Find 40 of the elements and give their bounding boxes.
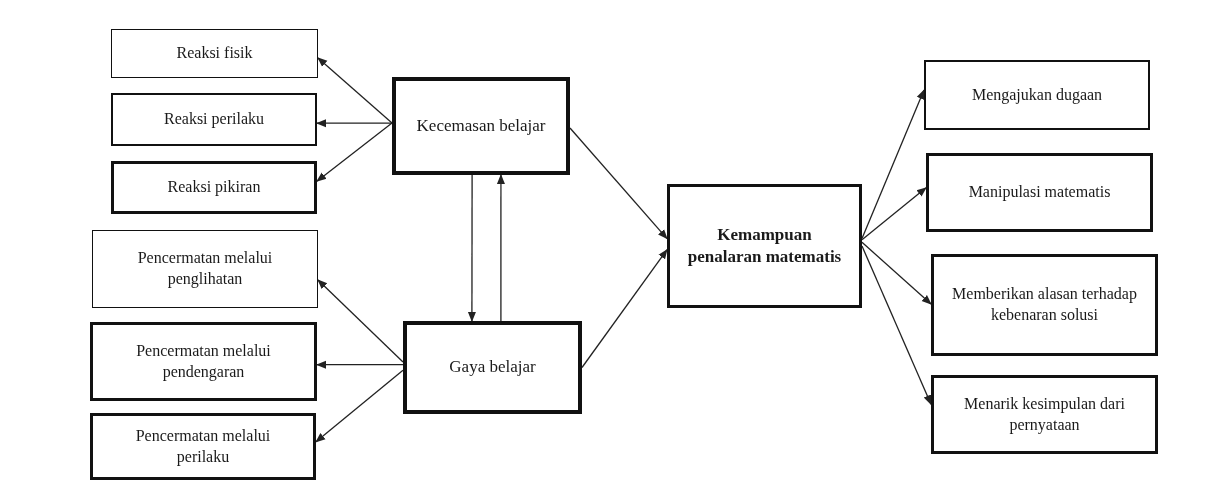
concept-box (90, 413, 316, 480)
box-label: Kemampuan penalaran matematis (686, 223, 843, 268)
box-label: Reaksi perilaku (164, 109, 264, 130)
box-label: Reaksi pikiran (167, 177, 261, 198)
concept-box (931, 375, 1158, 454)
box-label: Pencermatan melalui pendengaran (135, 340, 272, 383)
box-label: Gaya belajar (449, 356, 536, 379)
box-label: Mengajukan dugaan (971, 84, 1103, 106)
concept-box (931, 254, 1158, 356)
arrow (316, 360, 404, 369)
arrow (496, 174, 505, 322)
arrow (861, 187, 927, 241)
box-label: Manipulasi matematis (968, 182, 1111, 203)
arrow (467, 174, 476, 322)
arrow (861, 89, 925, 240)
box-label: Kecemasan belajar (416, 114, 546, 137)
concept-box (924, 60, 1150, 130)
arrow (861, 245, 932, 406)
concept-box (403, 321, 582, 414)
arrow (581, 248, 668, 369)
concept-box (111, 93, 317, 146)
box-label: Pencermatan melalui penglihatan (136, 248, 274, 290)
concept-box (926, 153, 1153, 232)
concept-box (92, 230, 318, 308)
concept-box (111, 29, 318, 78)
arrow (317, 279, 404, 363)
arrow (569, 127, 668, 240)
concept-box (111, 161, 317, 214)
arrow (316, 122, 393, 182)
arrow (315, 369, 404, 443)
arrow (317, 57, 393, 124)
concept-box (392, 77, 570, 175)
arrow (861, 241, 932, 305)
box-label: Memberikan alasan terhadap kebenaran solusi (951, 284, 1138, 325)
concept-box (90, 322, 317, 401)
box-label: Reaksi fisik (176, 43, 253, 64)
concept-box (667, 184, 862, 308)
arrow (316, 119, 393, 128)
box-label: Pencermatan melalui perilaku (134, 425, 272, 468)
box-label: Menarik kesimpulan dari pernyataan (963, 393, 1126, 436)
